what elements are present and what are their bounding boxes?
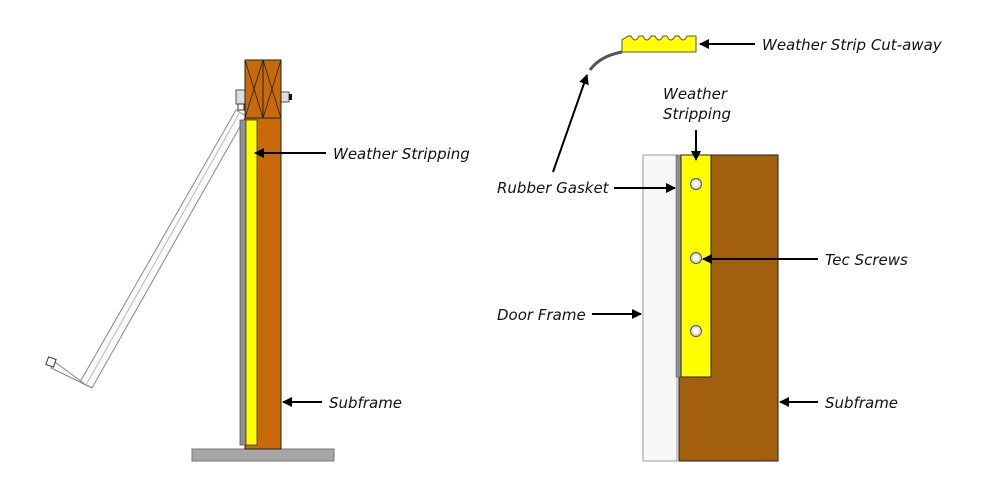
tec-screw-icon (689, 251, 703, 265)
base-plate (191, 448, 335, 462)
label-weather-strip-cutaway: Weather Strip Cut-away (762, 36, 943, 54)
tec-screw-icon (689, 177, 703, 191)
weather-strip-cutaway (588, 35, 697, 71)
weather-strip-right (680, 154, 712, 378)
label-weather-stripping-right-line1: Weather (663, 85, 728, 103)
hinge-bolt-icon (235, 89, 292, 111)
label-weather-stripping-right-line2: Stripping (663, 105, 731, 123)
label-weather-stripping-left: Weather Stripping (333, 145, 470, 163)
label-door-frame: Door Frame (497, 306, 586, 324)
weather-strip-left (245, 119, 258, 446)
door-frame (642, 154, 678, 462)
label-rubber-gasket: Rubber Gasket (497, 179, 610, 197)
gasket-right (675, 154, 682, 378)
rubber-gasket-curve (588, 50, 623, 71)
gasket-left (239, 119, 247, 446)
header-block (244, 59, 282, 119)
label-subframe-left: Subframe (329, 394, 402, 412)
right-diagram: Weather Strip Cut-away Weather Stripping… (497, 35, 943, 462)
label-subframe-right: Subframe (825, 394, 898, 412)
left-diagram: Weather Stripping Subframe (45, 59, 470, 462)
tec-screw-icon (689, 324, 703, 338)
arrow-rubber-gasket-up (552, 74, 589, 173)
open-door-panel (45, 109, 247, 389)
label-tec-screws: Tec Screws (825, 251, 908, 269)
